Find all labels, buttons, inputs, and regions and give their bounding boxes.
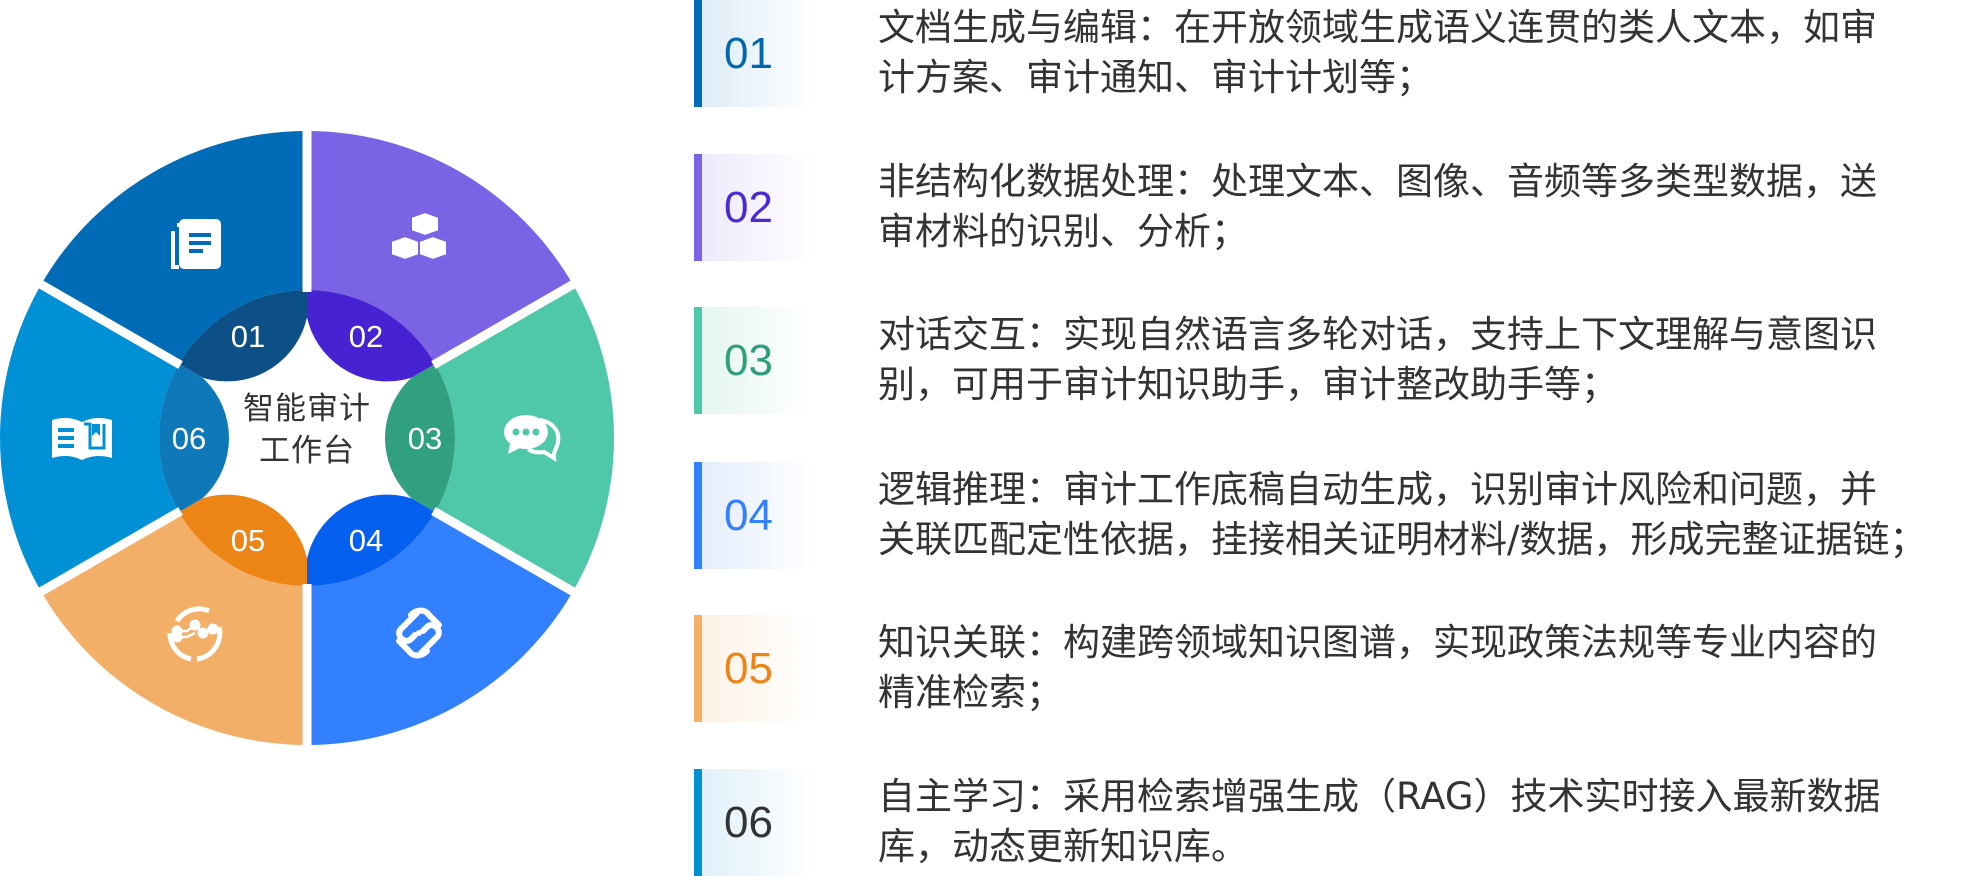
- item-description: 文档生成与编辑：在开放领域生成语义连贯的类人文本，如审计方案、审计通知、审计计划…: [878, 3, 1877, 103]
- sector-number-03: 03: [408, 421, 442, 456]
- capability-item-02: 02 非结构化数据处理：处理文本、图像、音频等多类型数据，送审材料的识别、分析；: [694, 154, 1976, 261]
- center-title: 智能审计 工作台: [207, 388, 407, 472]
- description-line: 对话交互：实现自然语言多轮对话，支持上下文理解与意图识: [878, 313, 1877, 356]
- item-number: 01: [724, 29, 773, 78]
- item-description: 对话交互：实现自然语言多轮对话，支持上下文理解与意图识别，可用于审计知识助手，审…: [878, 310, 1877, 410]
- capability-item-03: 03 对话交互：实现自然语言多轮对话，支持上下文理解与意图识别，可用于审计知识助…: [694, 307, 1976, 414]
- capability-wheel: 01 02 03 04 05 06: [0, 126, 614, 750]
- center-title-line: 工作台: [259, 433, 355, 469]
- accent-bar: [694, 307, 702, 414]
- description-line: 关联匹配定性依据，挂接相关证明材料/数据，形成完整证据链；: [878, 518, 1927, 561]
- item-number: 05: [724, 644, 773, 693]
- center-title-line: 智能审计: [243, 391, 371, 427]
- description-line: 精准检索；: [878, 671, 1063, 714]
- item-number: 06: [724, 798, 773, 847]
- capability-item-06: 06 自主学习：采用检索增强生成（RAG）技术实时接入最新数据库，动态更新知识库…: [694, 769, 1976, 876]
- number-badge: 05: [694, 615, 814, 722]
- sector-number-02: 02: [349, 319, 383, 354]
- description-line: 逻辑推理：审计工作底稿自动生成，识别审计风险和问题，并: [878, 468, 1877, 511]
- description-line: 计方案、审计通知、审计计划等；: [878, 56, 1433, 99]
- accent-bar: [694, 154, 702, 261]
- item-number: 03: [724, 336, 773, 385]
- sector-06: [0, 284, 307, 592]
- sector-divider: [34, 278, 183, 369]
- item-description: 知识关联：构建跨领域知识图谱，实现政策法规等专业内容的精准检索；: [878, 618, 1877, 718]
- sector-lobe-03: [385, 356, 455, 520]
- number-badge: 06: [694, 769, 814, 876]
- sector-divider: [431, 278, 580, 369]
- item-description: 逻辑推理：审计工作底稿自动生成，识别审计风险和问题，并关联匹配定性依据，挂接相关…: [878, 465, 1926, 565]
- description-line: 别，可用于审计知识助手，审计整改助手等；: [878, 363, 1618, 406]
- description-line: 库，动态更新知识库。: [878, 825, 1248, 868]
- number-badge: 03: [694, 307, 814, 414]
- description-line: 知识关联：构建跨领域知识图谱，实现政策法规等专业内容的: [878, 621, 1877, 664]
- sector-number-06: 06: [172, 421, 206, 456]
- description-line: 文档生成与编辑：在开放领域生成语义连贯的类人文本，如审: [878, 6, 1877, 49]
- accent-bar: [694, 0, 702, 107]
- accent-bar: [694, 615, 702, 722]
- documents-icon: [163, 211, 227, 275]
- sector-number-04: 04: [349, 523, 383, 558]
- capability-item-04: 04 逻辑推理：审计工作底稿自动生成，识别审计风险和问题，并关联匹配定性依据，挂…: [694, 462, 1976, 569]
- item-number: 02: [724, 183, 773, 232]
- accent-bar: [694, 462, 702, 569]
- sector-lobe-06: [159, 356, 229, 520]
- sector-number-05: 05: [231, 523, 265, 558]
- item-description: 非结构化数据处理：处理文本、图像、音频等多类型数据，送审材料的识别、分析；: [878, 157, 1877, 257]
- description-line: 自主学习：采用检索增强生成（RAG）技术实时接入最新数据: [878, 775, 1881, 818]
- item-number: 04: [724, 491, 773, 540]
- capability-item-01: 01 文档生成与编辑：在开放领域生成语义连贯的类人文本，如审计方案、审计通知、审…: [694, 0, 1976, 107]
- open-book-icon: [50, 406, 114, 470]
- link-icon: [387, 601, 451, 665]
- knowledge-graph-icon: [163, 601, 227, 665]
- sector-outer-03: [307, 284, 614, 592]
- description-line: 审材料的识别、分析；: [878, 210, 1248, 253]
- item-description: 自主学习：采用检索增强生成（RAG）技术实时接入最新数据库，动态更新知识库。: [878, 772, 1881, 872]
- chat-bubbles-icon: [500, 406, 564, 470]
- sector-03: [307, 284, 614, 592]
- sector-number-01: 01: [231, 319, 265, 354]
- accent-bar: [694, 769, 702, 876]
- sector-outer-06: [0, 284, 307, 592]
- cubes-icon: [387, 211, 451, 275]
- sector-divider: [431, 507, 580, 598]
- number-badge: 01: [694, 0, 814, 107]
- number-badge: 02: [694, 154, 814, 261]
- description-line: 非结构化数据处理：处理文本、图像、音频等多类型数据，送: [878, 160, 1877, 203]
- sector-divider: [34, 507, 183, 598]
- capability-item-05: 05 知识关联：构建跨领域知识图谱，实现政策法规等专业内容的精准检索；: [694, 615, 1976, 722]
- number-badge: 04: [694, 462, 814, 569]
